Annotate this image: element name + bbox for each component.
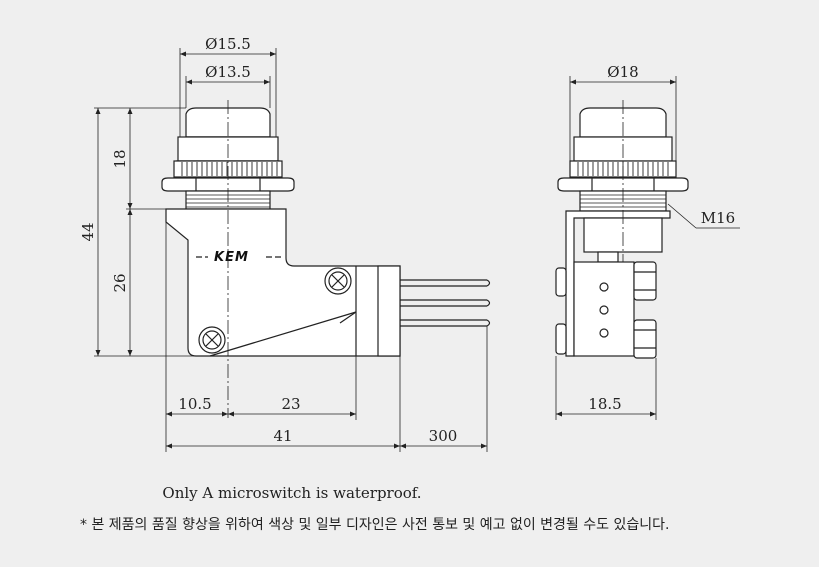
front-screw-bottom [198,326,226,354]
dim-thread: M16 [701,209,735,227]
dim-side-diameter: Ø18 [607,63,638,81]
dim-body-width-mid: 23 [281,395,300,413]
side-bracket [565,210,671,357]
side-bolt-bottom [633,319,657,359]
side-microswitch [573,261,635,357]
side-knurl-lines [577,162,669,176]
dim-front-outer-diameter: Ø15.5 [205,35,251,53]
front-view: KEM Ø15.5 Ø13.5 44 18 26 [79,35,491,452]
dim-body-height: 26 [111,273,129,292]
dim-side-width: 18.5 [588,395,621,413]
side-view: Ø18 M16 18.5 [555,63,740,420]
brand-logo: KEM [214,250,249,265]
front-screw-top [324,267,352,295]
dim-front-inner-diameter: Ø13.5 [205,63,251,81]
front-knurl-lines [181,162,278,176]
front-cables [400,279,491,327]
waterproof-note: Only A microswitch is waterproof. [162,484,422,502]
dim-cap-height: 18 [111,149,129,168]
dim-total-height: 44 [79,222,97,241]
disclaimer-note: * 본 제품의 품질 향상을 위하여 색상 및 일부 디자인은 사전 통보 및 … [80,517,670,533]
dim-offset-width: 10.5 [178,395,211,413]
front-cable-block [377,265,401,357]
side-bolt-top [633,261,657,301]
dim-cable-length: 300 [429,427,458,445]
dim-total-width: 41 [273,427,292,445]
